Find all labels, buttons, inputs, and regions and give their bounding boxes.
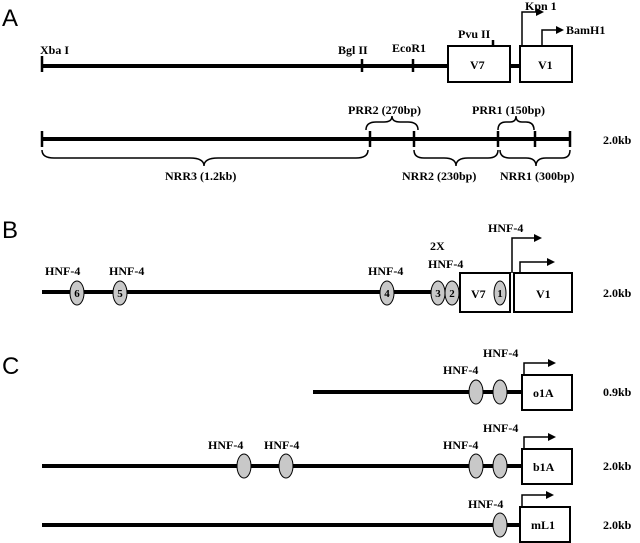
o1a-gene-label: o1A	[533, 386, 554, 400]
hnf4-site-1-number: 1	[497, 288, 503, 300]
kpn-arrowhead-icon	[536, 8, 544, 16]
ml1-start-arrow	[521, 494, 546, 507]
hnf4-site	[492, 379, 508, 405]
hnf4-site-3-number: 3	[435, 288, 441, 300]
hnf4-site-5	[112, 280, 128, 306]
panel-a-size: 2.0kb	[603, 133, 632, 147]
hnf4-label-1: HNF-4	[488, 221, 523, 235]
o1a-size: 0.9kb	[603, 385, 632, 399]
b1a-size: 2.0kb	[603, 459, 632, 473]
hnf4-site	[236, 453, 252, 479]
v7-gene-box-a	[447, 45, 511, 83]
prr2-label: PRR2 (270bp)	[348, 103, 421, 117]
v7-arrowhead-icon	[534, 234, 542, 242]
ml1-gene-label: mL1	[531, 518, 555, 532]
panel-label-c: C	[2, 353, 19, 380]
hnf4-site	[468, 453, 484, 479]
o1a-arrowhead-icon	[548, 359, 556, 367]
nrr1-brace	[499, 149, 571, 167]
hnf4-label: HNF-4	[443, 363, 478, 377]
prr2-brace	[365, 115, 419, 131]
kpn-start-arrow	[521, 11, 536, 46]
hnf4-label-3-2: HNF-4	[428, 257, 463, 271]
hnf4-site-6-number: 6	[74, 288, 80, 300]
nrr2-label: NRR2 (230bp)	[402, 169, 476, 183]
hnf4-label: HNF-4	[208, 438, 243, 452]
v7-gene-label-b: V7	[471, 287, 486, 301]
hnf4-label: HNF-4	[483, 346, 518, 360]
hnf4-label: HNF-4	[468, 497, 503, 511]
v7-start-arrow	[511, 237, 534, 273]
hnf4-site	[468, 379, 484, 405]
hnf4-site-5-number: 5	[117, 288, 123, 300]
b1a-arrowhead-icon	[548, 433, 556, 441]
ml1-arrowhead-icon	[546, 491, 554, 499]
v1-gene-box-b	[513, 272, 573, 313]
hnf4-2x-label: 2X	[430, 239, 445, 253]
hnf4-label: HNF-4	[443, 438, 478, 452]
hnf4-site-4	[379, 280, 395, 306]
ecor1-site-label: EcoR1	[392, 41, 426, 55]
bamh1-start-arrow	[541, 29, 556, 46]
panel-label-a: A	[2, 5, 18, 32]
v1-gene-box-a	[519, 45, 573, 83]
nrr1-label: NRR1 (300bp)	[500, 169, 574, 183]
hnf4-label-6: HNF-4	[45, 264, 80, 278]
v1-gene-label-b: V1	[536, 287, 551, 301]
hnf4-site-6	[69, 280, 85, 306]
hnf4-label: HNF-4	[264, 438, 299, 452]
b1a-start-arrow	[523, 436, 548, 449]
v1-start-arrow	[519, 261, 547, 273]
ml1-size: 2.0kb	[603, 518, 632, 532]
hnf4-site-4-number: 4	[384, 288, 390, 300]
hnf4-site	[492, 512, 508, 538]
v1-arrowhead-icon	[547, 258, 555, 266]
bamh1-site-label: BamH1	[566, 23, 605, 37]
b1a-gene-box	[521, 448, 573, 485]
v1-gene-label-a: V1	[538, 58, 553, 72]
pvu-site-label: Pvu II	[458, 27, 491, 41]
panel-label-b: B	[2, 217, 18, 244]
bgl-site-label: Bgl II	[338, 43, 368, 57]
b1a-gene-label: b1A	[533, 460, 555, 474]
nrr3-label: NRR3 (1.2kb)	[165, 169, 236, 183]
hnf4-site-1	[493, 280, 507, 306]
prr1-brace	[497, 115, 535, 131]
panel-b-size: 2.0kb	[603, 286, 632, 300]
v7-gene-label-a: V7	[470, 58, 485, 72]
bamh1-arrowhead-icon	[556, 26, 564, 34]
xba-site-label: Xba I	[40, 43, 69, 57]
hnf4-label-4: HNF-4	[368, 264, 403, 278]
hnf4-label-5: HNF-4	[109, 264, 144, 278]
o1a-gene-box	[521, 374, 573, 411]
hnf4-site	[278, 453, 294, 479]
kpn-site-label: Kpn 1	[525, 0, 557, 13]
hnf4-site-2-number: 2	[449, 288, 455, 300]
nrr3-brace	[41, 149, 369, 167]
nrr2-brace	[413, 149, 499, 167]
prr1-label: PRR1 (150bp)	[472, 103, 545, 117]
ml1-gene-box	[519, 506, 571, 543]
o1a-start-arrow	[523, 362, 548, 375]
hnf4-site	[492, 453, 508, 479]
hnf4-label: HNF-4	[483, 421, 518, 435]
